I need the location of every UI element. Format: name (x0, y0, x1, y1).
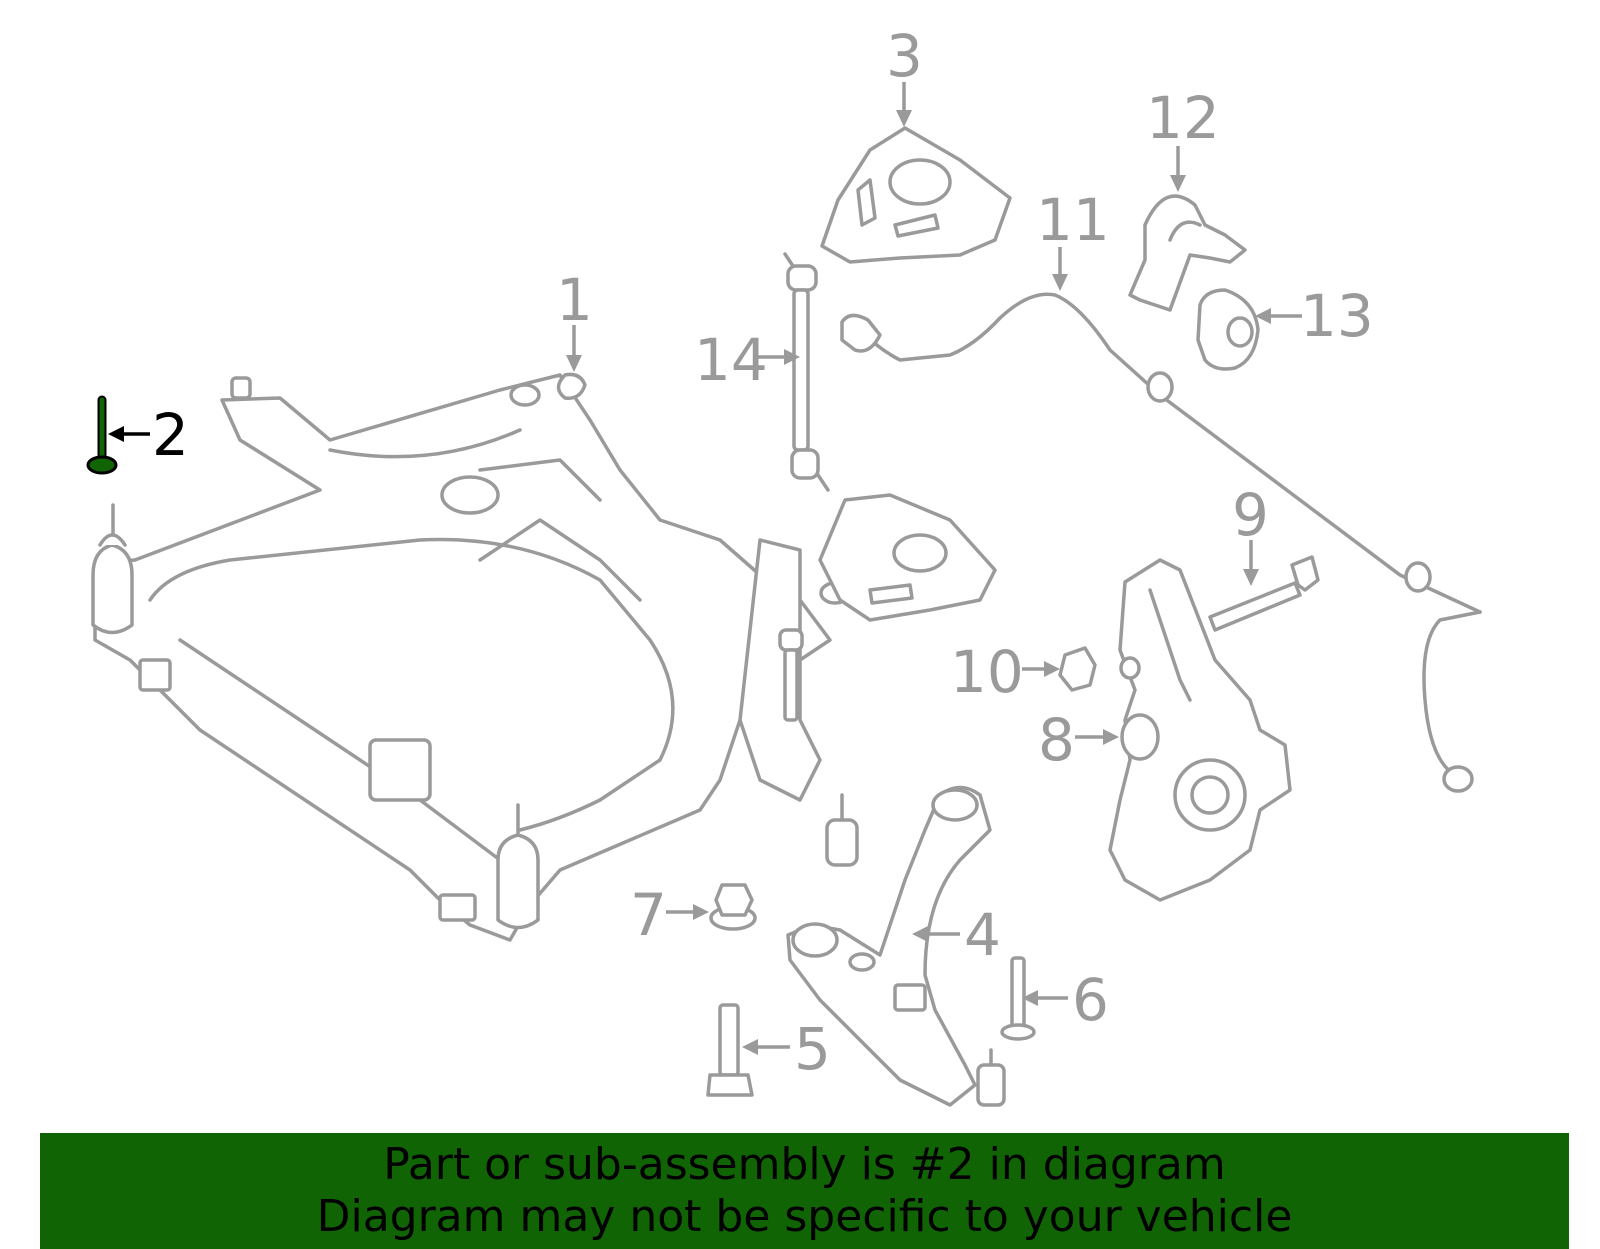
part-11-stabilizer-bar[interactable] (840, 292, 1482, 793)
callout-11[interactable]: 11 (1036, 186, 1110, 254)
callout-1[interactable]: 1 (556, 266, 593, 334)
part-5-bolt[interactable] (706, 1003, 754, 1097)
part-7-nut[interactable] (709, 883, 757, 931)
callout-5[interactable]: 5 (794, 1015, 831, 1083)
part-12-bushing-bracket[interactable] (1128, 194, 1247, 312)
part-8-knuckle[interactable] (1108, 558, 1292, 902)
callout-8[interactable]: 8 (1038, 706, 1075, 774)
callout-14[interactable]: 14 (694, 326, 768, 394)
part-3-bracket[interactable] (820, 126, 1012, 264)
part-3-bracket-installed (818, 493, 997, 622)
part-4-control-arm[interactable] (786, 785, 1006, 1107)
callout-arrows (108, 82, 1302, 1055)
part-1-crossmember[interactable] (91, 372, 859, 942)
part-14-stabilizer-link[interactable] (783, 252, 830, 492)
banner-line-2: Diagram may not be specific to your vehi… (316, 1191, 1293, 1242)
callout-3[interactable]: 3 (886, 22, 923, 90)
part-10-nut[interactable] (1058, 646, 1097, 692)
callout-10[interactable]: 10 (950, 638, 1024, 706)
part-6-bolt[interactable] (1000, 956, 1036, 1041)
banner-line-1: Part or sub-assembly is #2 in diagram (383, 1139, 1226, 1190)
callout-9[interactable]: 9 (1232, 481, 1269, 549)
info-banner: Part or sub-assembly is #2 in diagram Di… (40, 1133, 1569, 1249)
part-2-bolt-highlighted[interactable] (86, 395, 118, 475)
part-13-bushing[interactable] (1196, 288, 1260, 371)
callout-12[interactable]: 12 (1146, 84, 1220, 152)
callout-13[interactable]: 13 (1300, 282, 1374, 350)
callout-6[interactable]: 6 (1072, 966, 1109, 1034)
callout-7[interactable]: 7 (630, 881, 667, 949)
part-14-installed (778, 628, 804, 722)
part-9-bolt[interactable] (1208, 555, 1320, 632)
callout-4[interactable]: 4 (964, 901, 1001, 969)
callout-2[interactable]: 2 (152, 401, 189, 469)
